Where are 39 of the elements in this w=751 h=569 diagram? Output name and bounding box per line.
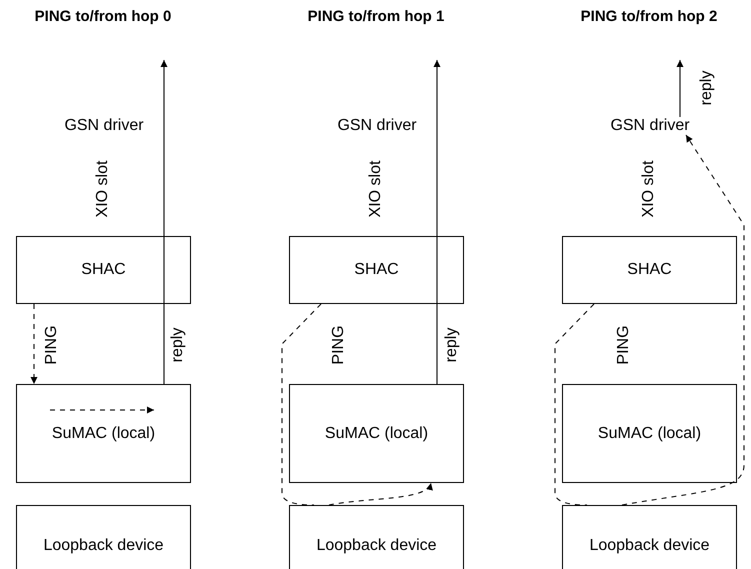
box-label: SuMAC (local) <box>324 424 428 442</box>
edge-label: PING <box>330 325 348 365</box>
dashed-arrow <box>328 482 432 506</box>
driver-label: GSN driver <box>64 117 144 135</box>
slot-label: XIO slot <box>367 160 385 218</box>
component-box <box>562 236 737 304</box>
dashed-arrow <box>622 134 744 506</box>
edge-label: reply <box>169 328 187 362</box>
box-label: SHAC <box>627 261 672 279</box>
component-box <box>289 384 464 483</box>
arrow <box>434 60 440 384</box>
edge-label: PING <box>615 325 633 365</box>
box-label: Loopback device <box>316 537 437 555</box>
edge-label: PING <box>43 325 61 365</box>
component-box <box>16 236 191 304</box>
slot-label: XIO slot <box>94 160 112 218</box>
driver-label: GSN driver <box>610 117 690 135</box>
arrow <box>676 60 684 118</box>
edge-label: reply <box>443 328 461 362</box>
panel-title: PING to/from hop 1 <box>308 8 444 25</box>
box-label: SuMAC (local) <box>52 424 156 442</box>
box-label: SuMAC (local) <box>598 424 702 442</box>
component-box <box>289 236 464 304</box>
component-box <box>562 384 737 483</box>
component-box <box>16 505 191 569</box>
box-label: Loopback device <box>589 537 710 555</box>
component-box <box>16 384 191 483</box>
slot-label: XIO slot <box>640 160 658 218</box>
box-label: SHAC <box>354 261 399 279</box>
dashed-arrow <box>30 304 38 384</box>
panel-title: PING to/from hop 0 <box>34 8 172 25</box>
component-box <box>562 505 737 569</box>
driver-label: GSN driver <box>337 117 417 135</box>
panel-title: PING to/from hop 2 <box>580 8 718 25</box>
component-box <box>289 505 464 569</box>
box-label: Loopback device <box>43 537 164 555</box>
edge-label: reply <box>698 70 716 106</box>
box-label: SHAC <box>81 261 126 279</box>
arrow <box>160 60 168 384</box>
